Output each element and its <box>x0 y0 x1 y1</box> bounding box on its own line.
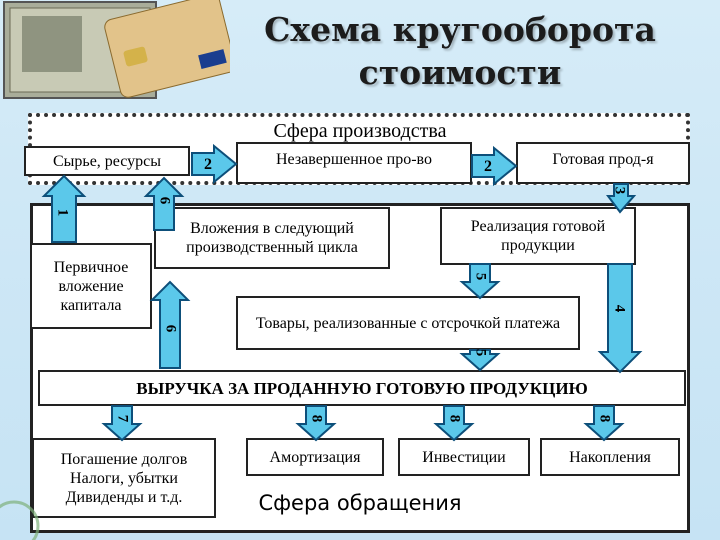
deferred-payment-box: Товары, реализованные с отсрочкой платеж… <box>236 296 580 350</box>
wip-box: Незавершенное про-во <box>236 142 472 184</box>
next-cycle-investment-box: Вложения в следующий производственный ци… <box>154 207 390 269</box>
arrow-6-mid <box>149 280 191 369</box>
arrow-1 <box>41 174 87 243</box>
arrow-2-left-label: 2 <box>204 156 212 173</box>
arrow-7-label: 7 <box>114 414 131 423</box>
banknote-card-image <box>3 0 230 99</box>
primary-investment-box: Первичное вложение капитала <box>30 243 152 329</box>
arrow-6-top <box>143 176 185 231</box>
circulation-sphere-label: Сфера обращения <box>258 490 462 515</box>
arrow-3-label: 3 <box>611 186 628 195</box>
revenue-box: ВЫРУЧКА ЗА ПРОДАННУЮ ГОТОВУЮ ПРОДУКЦИЮ <box>38 370 686 406</box>
finished-goods-box: Готовая прод-я <box>516 142 690 184</box>
arrow-8-a <box>295 405 337 442</box>
arrow-7 <box>101 405 143 442</box>
savings-box: Накопления <box>540 438 680 476</box>
debts-taxes-box: Погашение долгов Налоги, убытки Дивиденд… <box>32 438 216 518</box>
arrow-2-right <box>471 145 518 187</box>
arrow-4-label: 4 <box>611 304 628 313</box>
amortization-box: Амортизация <box>246 438 384 476</box>
arrow-5-top-label: 5 <box>472 272 489 281</box>
arrow-8-a-label: 8 <box>308 414 325 423</box>
arrow-5-bottom <box>459 349 501 372</box>
arrow-8-c <box>583 405 625 442</box>
production-sphere-label: Сфера производства <box>273 119 447 142</box>
arrow-1-label: 1 <box>54 208 71 217</box>
arrow-8-b-label: 8 <box>446 414 463 423</box>
arrow-5-bottom-label: 5 <box>472 348 489 357</box>
arrow-3 <box>606 183 637 214</box>
arrow-2-left <box>191 143 238 185</box>
raw-resources-box: Сырье, ресурсы <box>24 146 190 176</box>
investments-box: Инвестиции <box>398 438 530 476</box>
arrow-4 <box>597 263 643 374</box>
arrow-5-top <box>459 263 501 300</box>
arrow-2-right-label: 2 <box>484 158 492 175</box>
arrow-6-top-label: 6 <box>156 196 173 205</box>
arrow-8-c-label: 8 <box>596 414 613 423</box>
arrow-6-mid-label: 6 <box>162 324 179 333</box>
arrow-8-b <box>433 405 475 442</box>
page-title: Схема кругооборота стоимости <box>264 10 656 92</box>
logo-watermark-icon <box>0 500 40 540</box>
realization-box: Реализация готовой продукции <box>440 207 636 265</box>
